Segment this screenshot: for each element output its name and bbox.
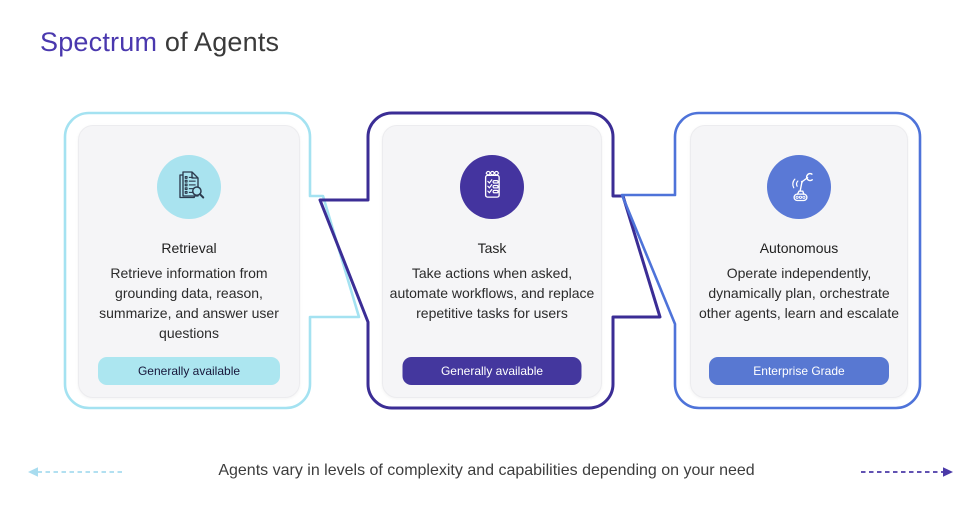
autonomous-card: Autonomous Operate independently, dynami… [690,125,908,398]
page-title-highlight: Spectrum [40,27,158,57]
left-arrowhead-icon [28,467,38,477]
page-title: Spectrum of Agents [40,27,279,58]
robot-arm-icon [792,172,813,202]
task-card: Task Take actions when asked, automate w… [382,125,602,398]
retrieval-card-outline [63,111,361,410]
right-dashed-arrow [861,467,953,477]
retrieval-icon-circle [157,155,221,219]
autonomous-status-badge: Enterprise Grade [709,357,889,385]
task-card-outline [318,111,662,410]
autonomous-card-title: Autonomous [759,240,839,256]
document-search-icon [179,171,205,199]
retrieval-card: Retrieval Retrieve information from grou… [78,125,300,398]
task-icon-circle [460,155,524,219]
task-status-badge: Generally available [402,357,582,385]
task-card-description: Take actions when asked, automate workfl… [389,265,595,321]
task-card-title: Task [477,240,507,256]
retrieval-card-description: Retrieve information from grounding data… [99,265,279,341]
checklist-icon [484,170,500,198]
autonomous-card-outline [620,111,922,410]
right-arrowhead-icon [943,467,953,477]
footer-caption: Agents vary in levels of complexity and … [218,462,755,479]
left-dashed-arrow [28,467,122,477]
autonomous-card-description: Operate independently, dynamically plan,… [698,265,900,321]
autonomous-icon-circle [767,155,831,219]
retrieval-status-badge: Generally available [98,357,280,385]
retrieval-card-title: Retrieval [161,240,217,256]
page-title-rest: of Agents [157,27,280,57]
